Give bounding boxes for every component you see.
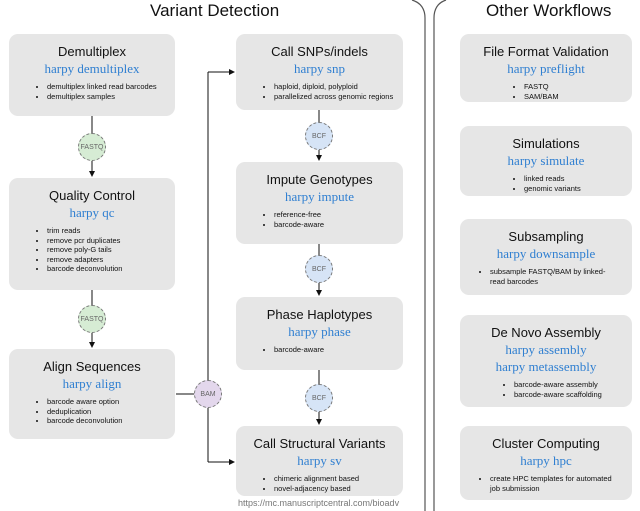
card-command: harpy qc: [69, 205, 115, 220]
list-item: remove adapters: [47, 255, 167, 265]
bcf-badge: BCF: [305, 255, 333, 283]
card-phase-haplotypes[interactable]: Phase Haplotypes harpy phase barcode-awa…: [236, 297, 403, 370]
card-title: Demultiplex: [58, 44, 126, 59]
card-title: De Novo Assembly: [491, 325, 601, 340]
fastq-badge: FASTQ: [78, 133, 106, 161]
list-item: barcode-aware: [274, 220, 395, 230]
bam-badge: BAM: [194, 380, 222, 408]
list-item: novel-adjacency based: [274, 484, 395, 494]
list-item: barcode-aware assembly: [514, 380, 624, 390]
card-title: Subsampling: [508, 229, 584, 244]
list-item: barcode-aware: [274, 345, 395, 355]
card-command: harpy impute: [285, 189, 354, 204]
card-command: harpy assembly: [505, 342, 587, 357]
card-title: Call SNPs/indels: [271, 44, 368, 59]
card-title: Cluster Computing: [492, 436, 600, 451]
card-command: harpy hpc: [520, 453, 572, 468]
fastq-badge: FASTQ: [78, 305, 106, 333]
card-demultiplex[interactable]: Demultiplex harpy demultiplex demultiple…: [9, 34, 175, 116]
card-title: Simulations: [512, 136, 580, 151]
card-call-snps[interactable]: Call SNPs/indels harpy snp haploid, dipl…: [236, 34, 403, 110]
card-quality-control[interactable]: Quality Control harpy qc trim reads remo…: [9, 178, 175, 290]
card-de-novo-assembly[interactable]: De Novo Assembly harpy assembly harpy me…: [460, 315, 632, 407]
list-item: parallelized across genomic regions: [274, 92, 395, 102]
card-title: Align Sequences: [43, 359, 141, 374]
list-item: remove poly-G tails: [47, 245, 167, 255]
card-command: harpy phase: [288, 324, 351, 339]
card-title: Phase Haplotypes: [266, 307, 373, 322]
card-command: harpy snp: [294, 61, 345, 76]
card-structural-variants[interactable]: Call Structural Variants harpy sv chimer…: [236, 426, 403, 496]
list-item: SAM/BAM: [524, 92, 624, 102]
list-item: demultiplex linked read barcodes: [47, 82, 167, 92]
other-workflows-title: Other Workflows: [486, 1, 612, 20]
list-item: subsample FASTQ/BAM by linked-read barco…: [490, 267, 620, 286]
card-command: harpy demultiplex: [44, 61, 140, 76]
variant-detection-title: Variant Detection: [150, 1, 280, 20]
card-align-sequences[interactable]: Align Sequences harpy align barcode awar…: [9, 349, 175, 439]
footer-url: https://mc.manuscriptcentral.com/bioadv: [238, 498, 400, 508]
card-command: harpy metassembly: [495, 359, 597, 374]
card-subsampling[interactable]: Subsampling harpy downsample subsample F…: [460, 219, 632, 295]
list-item: chimeric alignment based: [274, 474, 395, 484]
list-item: demultiplex samples: [47, 92, 167, 102]
card-title: File Format Validation: [483, 44, 609, 59]
list-item: barcode-aware scaffolding: [514, 390, 624, 400]
list-item: create HPC templates for automated job s…: [490, 474, 620, 493]
bcf-badge: BCF: [305, 384, 333, 412]
card-command: harpy preflight: [507, 61, 585, 76]
bcf-badge: BCF: [305, 122, 333, 150]
list-item: remove pcr duplicates: [47, 236, 167, 246]
list-item: FASTQ: [524, 82, 624, 92]
list-item: genomic variants: [524, 184, 624, 194]
card-title: Impute Genotypes: [266, 172, 373, 187]
card-file-format-validation[interactable]: File Format Validation harpy preflight F…: [460, 34, 632, 102]
card-title: Quality Control: [49, 188, 135, 203]
card-impute-genotypes[interactable]: Impute Genotypes harpy impute reference-…: [236, 162, 403, 244]
list-item: haploid, diploid, polyploid: [274, 82, 395, 92]
list-item: barcode deconvolution: [47, 264, 167, 274]
list-item: trim reads: [47, 226, 167, 236]
card-cluster-computing[interactable]: Cluster Computing harpy hpc create HPC t…: [460, 426, 632, 500]
list-item: barcode aware option: [47, 397, 167, 407]
list-item: deduplication: [47, 407, 167, 417]
card-title: Call Structural Variants: [253, 436, 386, 451]
section-divider-right: [433, 0, 447, 511]
list-item: linked reads: [524, 174, 624, 184]
card-command: harpy sv: [297, 453, 342, 468]
list-item: barcode deconvolution: [47, 416, 167, 426]
list-item: reference-free: [274, 210, 395, 220]
card-simulations[interactable]: Simulations harpy simulate linked reads …: [460, 126, 632, 196]
card-command: harpy simulate: [507, 153, 585, 168]
section-divider-left: [411, 0, 426, 511]
card-command: harpy downsample: [496, 246, 596, 261]
card-command: harpy align: [62, 376, 122, 391]
